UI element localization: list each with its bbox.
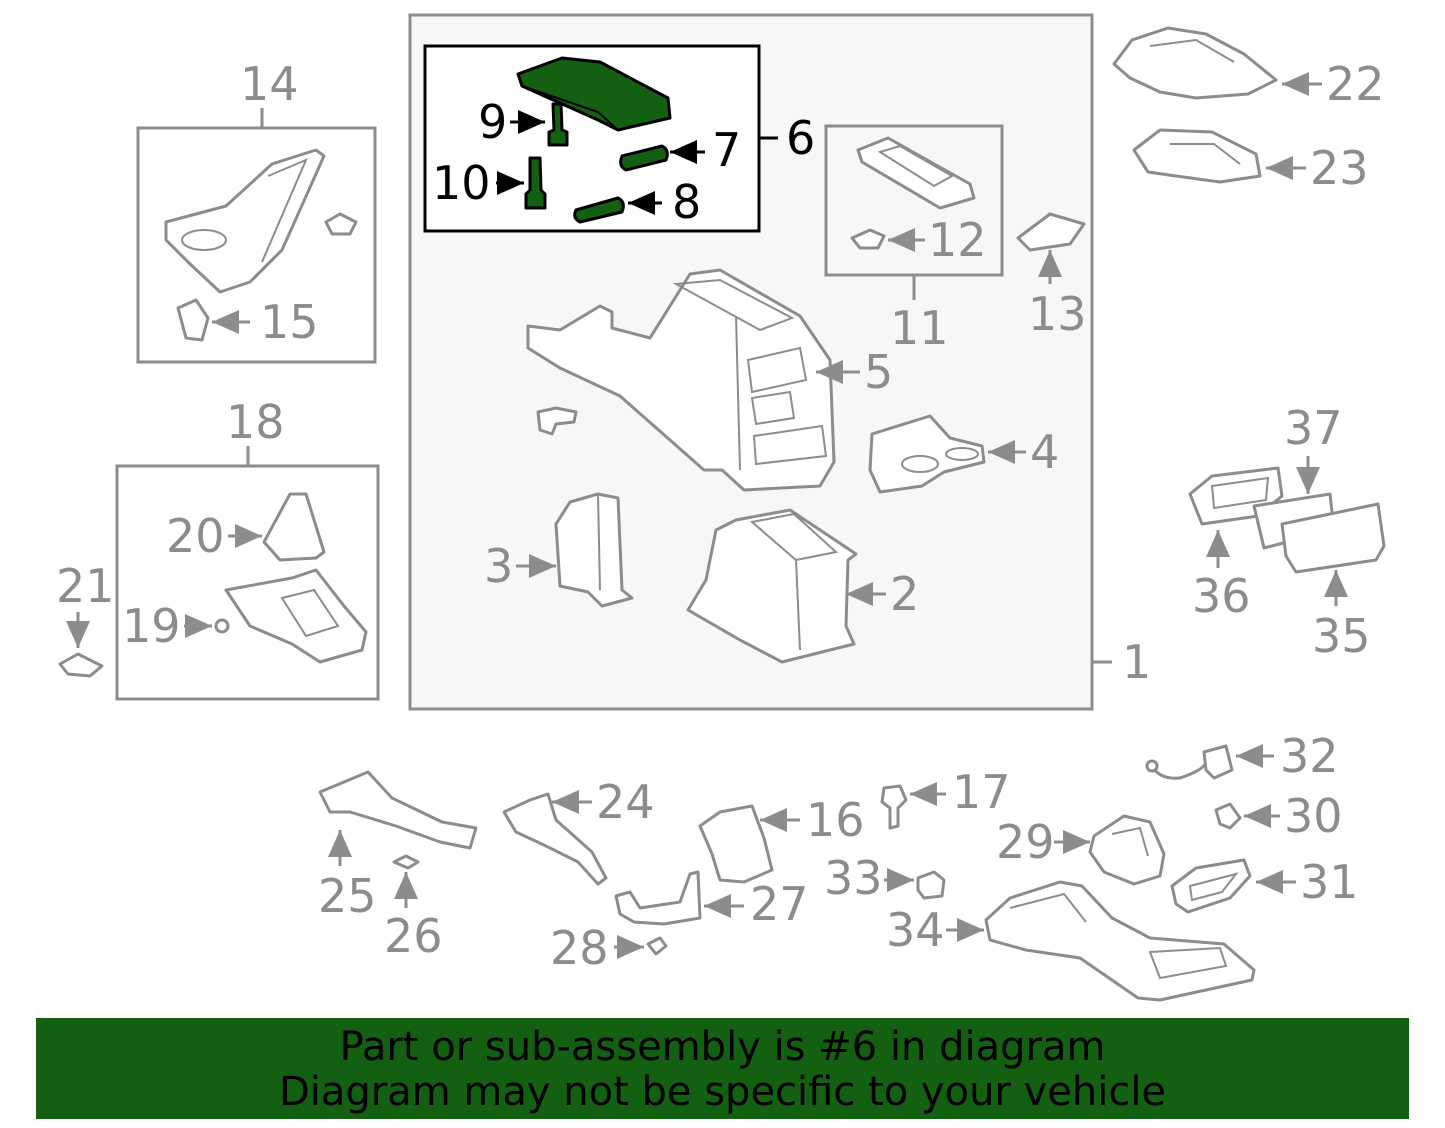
armrest-lid-part [516,56,672,132]
callout-18: 18 [226,395,285,449]
tray-part [856,136,976,210]
notice-line-2: Diagram may not be specific to your vehi… [278,1069,1167,1115]
clip-21-part [58,652,104,678]
console-box-2-part [686,508,858,664]
clip-28-part [646,936,668,956]
bracket-4-part [868,414,986,494]
callout-22: 22 [1326,57,1385,111]
callout-29: 29 [996,815,1055,869]
bolt-10-part [524,156,547,210]
bracket-29-part [1088,814,1166,886]
cupholder-tray-part [164,148,326,294]
callout-24: 24 [596,775,655,829]
connector-32-part [1145,744,1234,780]
callout-14: 14 [240,57,299,111]
pin-7-part [619,144,669,172]
boot-20-part [262,492,326,562]
callout-13: 13 [1028,287,1087,341]
callout-1: 1 [1122,635,1151,689]
callout-30: 30 [1284,789,1343,843]
callout-10: 10 [432,156,491,210]
callout-3: 3 [484,539,513,593]
group-box-18 [115,464,380,701]
callout-25: 25 [318,869,377,923]
bolt-17-part [880,784,908,830]
bracket-27-part [614,870,702,926]
callout-34: 34 [886,903,945,957]
callout-26: 26 [384,909,443,963]
callout-12: 12 [928,213,987,267]
shift-plate-part [224,568,368,664]
callout-16: 16 [806,793,865,847]
screw-19-part [214,618,230,634]
clip-30-part [1214,802,1242,830]
bracket-15-part [176,298,210,342]
console-bolt-part [536,406,578,436]
panel-3-part [554,492,634,608]
cover-23-part [1132,128,1262,184]
ashtray-35-part [1280,502,1386,574]
callout-7: 7 [712,123,741,177]
notice-line-1: Part or sub-assembly is #6 in diagram [339,1024,1106,1070]
bracket-24-part [502,792,608,886]
callout-6: 6 [786,111,815,165]
callout-23: 23 [1310,141,1369,195]
bracket-13-part [1016,212,1086,252]
clip-14-part [324,212,358,236]
callout-19: 19 [122,599,181,653]
screw-9-part [547,102,569,147]
callout-8: 8 [672,175,701,229]
callout-4: 4 [1030,425,1059,479]
callout-11: 11 [890,301,949,355]
callout-9: 9 [478,95,507,149]
bracket-25-part [318,770,478,850]
callout-33: 33 [824,851,883,905]
callout-17: 17 [952,765,1011,819]
cover-22-part [1112,26,1278,100]
group-box-14 [136,126,377,364]
callout-35: 35 [1312,609,1371,663]
callout-37: 37 [1284,401,1343,455]
bracket-16-part [698,804,774,884]
callout-28: 28 [550,921,609,975]
callout-15: 15 [260,295,319,349]
nut-33-part [916,870,946,900]
callout-32: 32 [1280,729,1339,783]
callout-21: 21 [56,559,115,613]
bezel-31-part [1170,858,1252,914]
callout-31: 31 [1300,855,1359,909]
callout-36: 36 [1192,569,1251,623]
notice-banner: Part or sub-assembly is #6 in diagram Di… [36,1018,1409,1119]
pin-8-part [573,196,625,224]
clip-26-part [392,854,420,870]
callout-5: 5 [864,345,893,399]
callout-27: 27 [750,877,809,931]
base-34-part [984,880,1256,1002]
clip-12-part [850,228,886,250]
callout-2: 2 [890,567,919,621]
callout-20: 20 [166,509,225,563]
